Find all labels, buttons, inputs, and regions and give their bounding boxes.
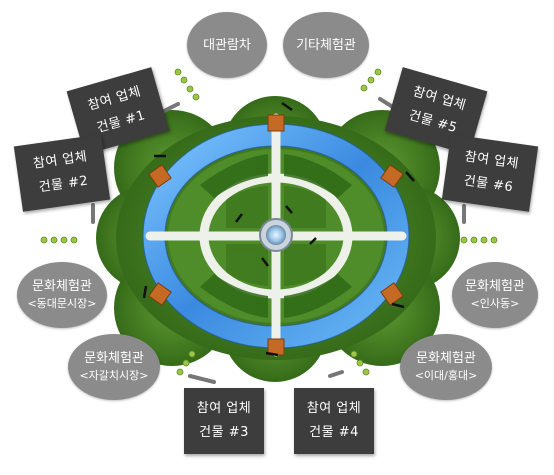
tree-dots [40, 68, 498, 376]
culture-hall-jagalchi-sub: <자갈치시장> [79, 369, 149, 382]
culture-hall-idae-title: 문화체험관 [416, 351, 476, 366]
building-4: 참여 업체 건물 #4 [294, 388, 374, 454]
other-experience-hall-label: 기타체험관 [283, 12, 369, 78]
bridge-north [267, 114, 285, 132]
outer-hedge-rows [200, 154, 352, 318]
bridge-northeast [380, 164, 404, 188]
culture-hall-insadong: 문화체험관 <인사동> [452, 262, 538, 328]
ferris-wheel-label: 대관람차 [187, 12, 267, 78]
culture-hall-dongdaemun-title: 문화체험관 [32, 279, 92, 294]
bridges [148, 114, 404, 356]
hedge-row-s [200, 274, 268, 318]
culture-hall-dongdaemun: 문화체험관 <동대문시장> [17, 262, 107, 328]
hedge-sw [226, 244, 268, 286]
hedge-row-n2 [284, 154, 352, 198]
building-3-line2: 건물 #3 [199, 425, 249, 440]
culture-hall-dongdaemun-sub: <동대문시장> [27, 297, 97, 310]
gate-markers [142, 101, 415, 357]
hedge-se [284, 244, 326, 286]
center-fountain [266, 225, 286, 245]
culture-hall-idae-sub: <이대/홍대> [414, 369, 478, 382]
other-experience-hall-text: 기타체험관 [296, 37, 356, 53]
hedge-nw [226, 186, 268, 228]
hedge-row-s2 [284, 274, 352, 318]
building-3: 참여 업체 건물 #3 [184, 388, 264, 454]
building-3-line1: 참여 업체 [196, 401, 252, 416]
hedge-row-n [200, 154, 268, 198]
building-4-line2: 건물 #4 [309, 425, 359, 440]
building-2: 참여 업체 건물 #2 [13, 134, 111, 212]
bridge-southwest [148, 282, 172, 306]
ferris-wheel-text: 대관람차 [203, 37, 251, 53]
bridge-northwest [148, 164, 172, 188]
culture-hall-jagalchi-title: 문화체험관 [84, 351, 144, 366]
bridge-southeast [380, 282, 404, 306]
culture-hall-insadong-title: 문화체험관 [465, 279, 525, 294]
building-6: 참여 업체 건물 #6 [441, 134, 539, 212]
connector-bars [91, 97, 466, 384]
hedge-ne [284, 186, 326, 228]
building-4-line1: 참여 업체 [306, 401, 362, 416]
culture-hall-idae: 문화체험관 <이대/홍대> [400, 334, 492, 400]
culture-hall-insadong-sub: <인사동> [470, 297, 520, 310]
hedge-quadrants [226, 186, 326, 286]
culture-hall-jagalchi: 문화체험관 <자갈치시장> [68, 334, 160, 400]
